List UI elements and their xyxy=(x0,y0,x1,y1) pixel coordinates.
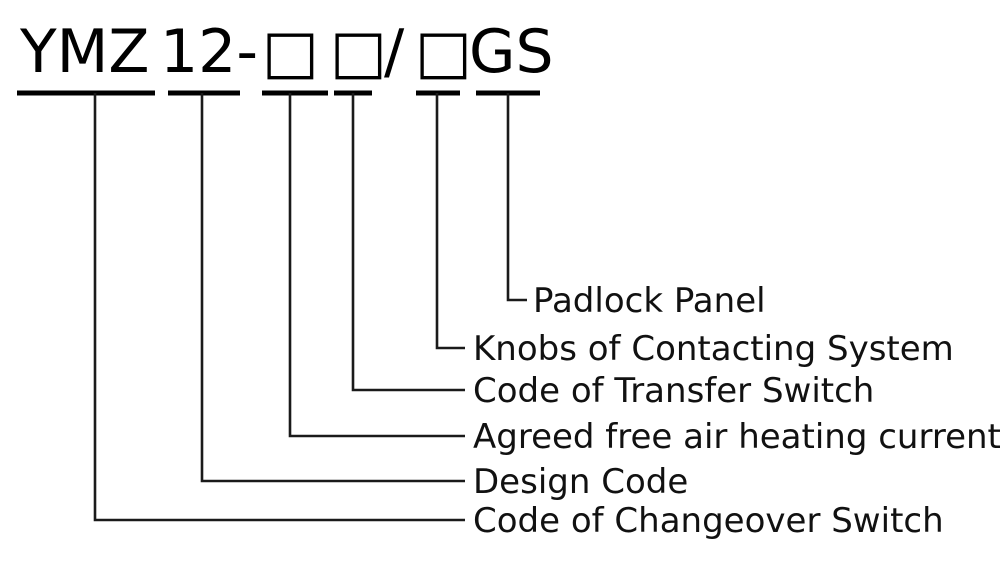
code-part: / xyxy=(384,17,405,87)
leader-changeover-switch xyxy=(93,93,465,522)
leader-transfer-switch xyxy=(351,93,465,392)
code-part: □ xyxy=(330,17,387,87)
leader-contacting-system-knobs xyxy=(435,93,465,350)
leader-padlock-panel xyxy=(506,93,527,302)
callout-label-contacting-system-knobs: Knobs of Contacting System xyxy=(473,329,954,369)
callout-label-air-heating-current: Agreed free air heating current xyxy=(473,417,1000,457)
callout-label-padlock-panel: Padlock Panel xyxy=(533,281,766,321)
leader-design-code xyxy=(200,93,465,483)
callout-label-transfer-switch: Code of Transfer Switch xyxy=(473,371,874,411)
callout-label-changeover-switch: Code of Changeover Switch xyxy=(473,501,944,541)
callout-label-design-code: Design Code xyxy=(473,462,688,502)
leader-line-group xyxy=(93,93,527,522)
code-part: GS xyxy=(469,17,554,87)
code-part: 12- xyxy=(160,17,258,87)
code-part: YMZ xyxy=(19,17,150,87)
code-part: □ xyxy=(262,17,319,87)
code-part: □ xyxy=(415,17,472,87)
leader-air-heating-current xyxy=(288,93,465,438)
